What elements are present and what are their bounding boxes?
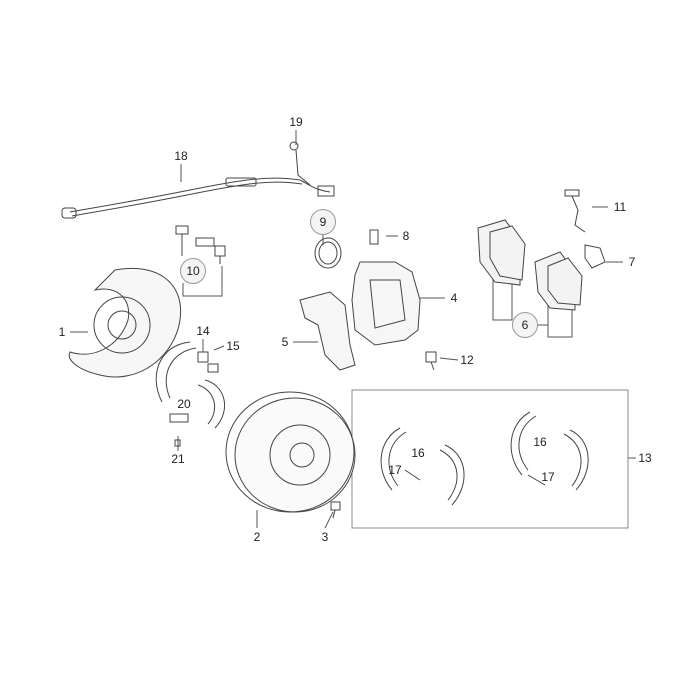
callout-4: 4 [450, 291, 458, 305]
callout-21: 21 [171, 452, 185, 466]
kit-shoes [380, 411, 589, 506]
callout-1: 1 [58, 325, 66, 339]
brake-pads [477, 219, 583, 311]
callout-12: 12 [460, 353, 474, 367]
guide-pin-bolts [175, 225, 226, 264]
callout-2: 2 [253, 530, 261, 544]
shoe-kit-box [351, 389, 629, 529]
callout-14: 14 [196, 324, 210, 338]
callout-17: 17 [541, 470, 555, 484]
rotor-screw [330, 501, 341, 519]
callout-3: 3 [321, 530, 329, 544]
callout-17: 17 [388, 463, 402, 477]
brake-rotor [225, 391, 356, 513]
small-pin [174, 439, 181, 447]
leader-lines [70, 130, 636, 529]
callout-9: 9 [310, 209, 336, 235]
callout-16: 16 [533, 435, 547, 449]
parking-brake-cable [61, 141, 335, 219]
callout-8: 8 [402, 229, 410, 243]
callout-18: 18 [174, 149, 188, 163]
callout-6: 6 [512, 312, 538, 338]
callout-11: 11 [613, 200, 627, 214]
spring-part [207, 363, 219, 373]
callout-20: 20 [177, 397, 191, 411]
piston-seal [314, 237, 342, 269]
brake-caliper [351, 261, 421, 346]
wear-sensor [564, 189, 586, 233]
caliper-bracket [299, 291, 356, 371]
bleeder-screw [369, 229, 379, 245]
callout-10: 10 [180, 258, 206, 284]
callout-5: 5 [281, 335, 289, 349]
callout-19: 19 [289, 115, 303, 129]
callout-16: 16 [411, 446, 425, 460]
callout-13: 13 [638, 451, 652, 465]
callout-7: 7 [628, 255, 636, 269]
pad-clip [584, 244, 606, 269]
backing-plate [68, 268, 182, 378]
parking-brake-shoes [155, 341, 225, 429]
callout-15: 15 [226, 339, 240, 353]
bracket-bolt [425, 351, 437, 371]
adjuster-part [197, 351, 209, 363]
